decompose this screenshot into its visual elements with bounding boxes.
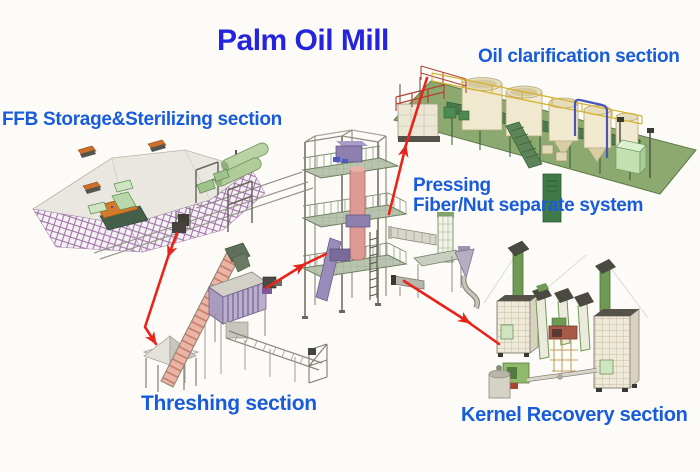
label-ffb-storage-sterilizing: FFB Storage&Sterilizing section: [2, 109, 282, 130]
pressing-tower-illustration: [301, 129, 481, 319]
nut-cracker: [548, 317, 578, 374]
label-pressing-line1: Pressing: [413, 175, 491, 196]
label-pressing-fiber-nut: Pressing Fiber/Nut separate system: [413, 176, 643, 216]
blue-pipe: [573, 98, 609, 158]
label-oil-clarification: Oil clarification section: [478, 46, 680, 67]
left-silo: [496, 240, 539, 357]
kernel-tank: [488, 365, 511, 399]
page-title: Palm Oil Mill: [217, 24, 389, 57]
flow-arrows: [143, 76, 501, 346]
flow-arrow-ffb-to-threshing-2: [143, 255, 170, 346]
empty-bunch-conveyor: [225, 330, 328, 384]
flow-arrow-fibernut-to-kernel: [402, 279, 472, 325]
clarification-side-box: [615, 139, 647, 175]
fiber-nut-column: [391, 212, 481, 310]
right-silo: [593, 259, 640, 392]
kernel-recovery-illustration: [483, 240, 649, 399]
flow-arrow-pressing-to-clarification: [387, 143, 409, 216]
thresher-drum: [208, 271, 282, 342]
flow-arrow-ffb-to-threshing: [166, 231, 179, 259]
cyclone-cone: [454, 248, 475, 280]
flow-arrow-threshing-to-pressing: [264, 262, 307, 290]
ffb-storage-illustration: [31, 139, 314, 260]
label-threshing: Threshing section: [141, 392, 317, 415]
label-pressing-line2: Fiber/Nut separate system: [413, 195, 644, 216]
press-discharge-pipe: [388, 226, 437, 246]
ffb-carts: [77, 139, 167, 194]
clarification-illustration: [393, 65, 697, 223]
sterilizer-cylinders: [196, 142, 269, 194]
label-kernel-recovery: Kernel Recovery section: [461, 404, 688, 426]
threshing-illustration: [142, 242, 328, 392]
digester-column: [349, 167, 366, 261]
